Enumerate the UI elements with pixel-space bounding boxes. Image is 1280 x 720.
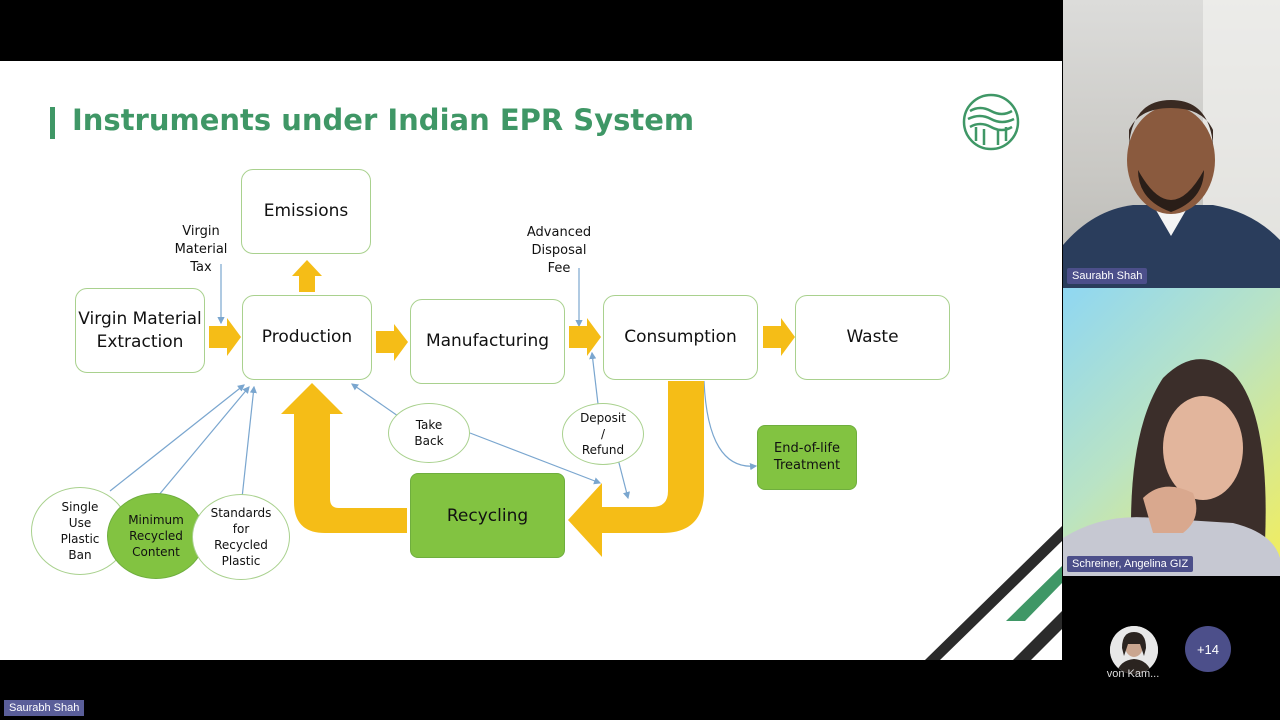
avatar-icon <box>1110 626 1158 674</box>
video-tile-speaker[interactable]: Saurabh Shah <box>1063 0 1280 288</box>
presentation-slide: Instruments under Indian EPR System <box>0 61 1062 660</box>
participant-avatar-label: von Kam... <box>1106 668 1160 680</box>
participant-avatar[interactable] <box>1110 626 1158 674</box>
deposit-refund-oval: Deposit / Refund <box>562 403 644 465</box>
decorative-stripes <box>925 526 1062 660</box>
emissions-box: Emissions <box>241 169 371 254</box>
logo-icon <box>962 93 1020 151</box>
virgin-material-extraction-box: Virgin Material Extraction <box>75 288 205 373</box>
video-tile-participant[interactable]: Schreiner, Angelina GIZ <box>1063 288 1280 576</box>
participant-video <box>1063 0 1280 288</box>
production-box: Production <box>242 295 372 380</box>
recycling-box: Recycling <box>410 473 565 558</box>
participant-name-tag: Schreiner, Angelina GIZ <box>1067 556 1194 572</box>
more-participants-button[interactable]: +14 <box>1185 626 1231 672</box>
standards-for-recycled-plastic-oval: Standards for Recycled Plastic <box>192 494 290 580</box>
active-speaker-tag: Saurabh Shah <box>4 700 85 716</box>
speaker-name-tag: Saurabh Shah <box>1067 268 1148 284</box>
participant-video <box>1063 359 1280 576</box>
slide-title: Instruments under Indian EPR System <box>72 103 695 137</box>
consumption-box: Consumption <box>603 295 758 380</box>
end-of-life-treatment-box: End-of-life Treatment <box>757 425 857 490</box>
take-back-oval: Take Back <box>388 403 470 463</box>
waste-box: Waste <box>795 295 950 380</box>
virgin-material-tax-label: Virgin Material Tax <box>174 224 228 276</box>
title-accent-bar <box>50 107 55 139</box>
diagram-connectors <box>109 260 795 557</box>
minimum-recycled-content-oval: Minimum Recycled Content <box>107 493 205 579</box>
advanced-disposal-fee-label: Advanced Disposal Fee <box>526 225 592 277</box>
manufacturing-box: Manufacturing <box>410 299 565 384</box>
